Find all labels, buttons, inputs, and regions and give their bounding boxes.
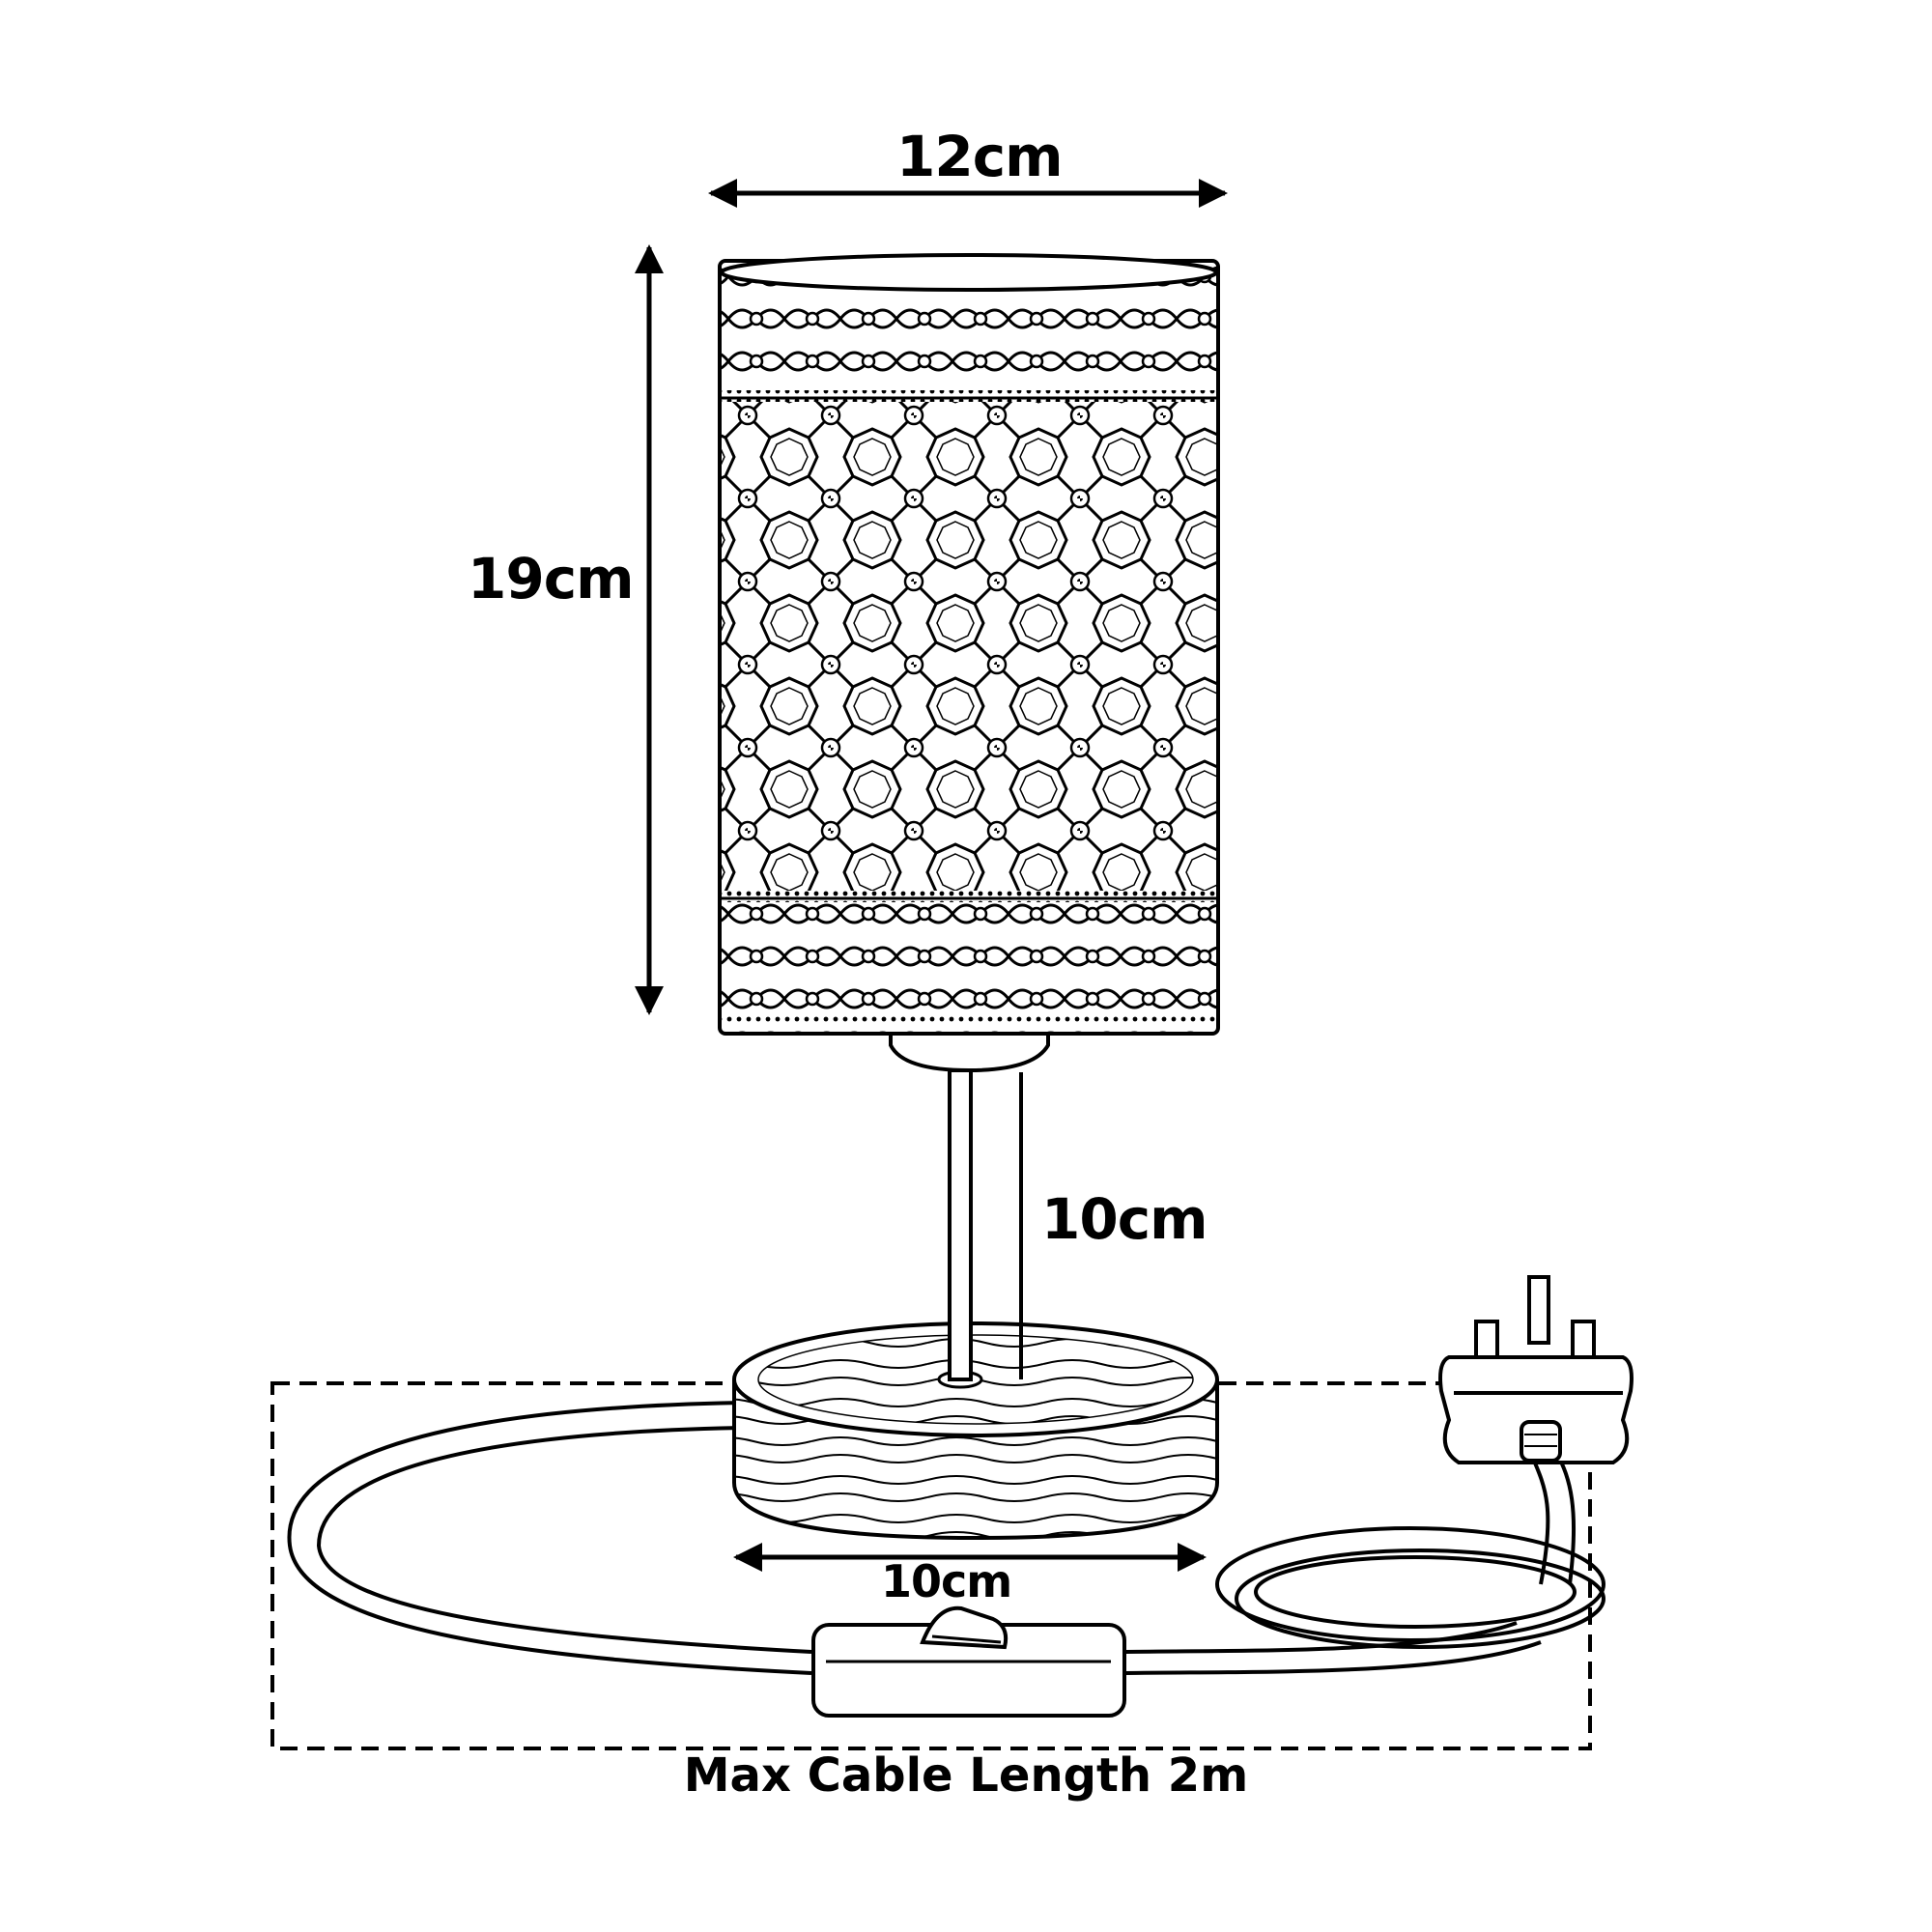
crystal-lamp-shade-icon	[718, 253, 1220, 1036]
lamp-stem-icon	[889, 1032, 1050, 1381]
stem-height-label: 10cm	[1041, 1186, 1208, 1252]
cable-length-caption: Max Cable Length 2m	[683, 1748, 1249, 1803]
wooden-base-icon	[732, 1321, 1219, 1541]
base-width-label: 10cm	[881, 1555, 1012, 1607]
inline-rocker-switch-icon	[811, 1605, 1126, 1718]
uk-3-pin-plug-icon	[1438, 1275, 1634, 1464]
shade-height-label: 19cm	[468, 546, 635, 611]
power-cable	[287, 1401, 1605, 1675]
shade-width-label: 12cm	[896, 124, 1064, 189]
